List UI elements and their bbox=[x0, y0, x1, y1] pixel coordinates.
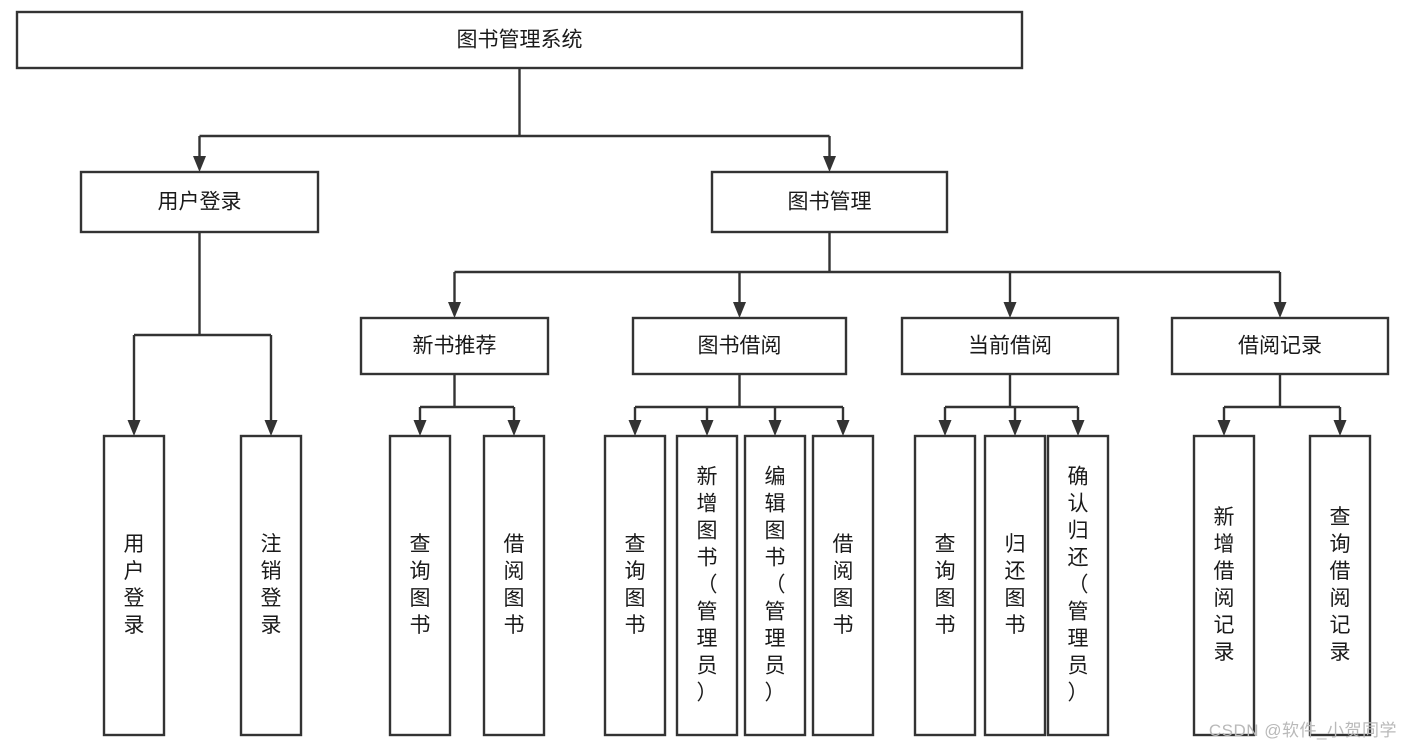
node-leaf-add-book[interactable]: 新增图书（管理员） bbox=[675, 434, 739, 737]
nodes-layer: 图书管理系统用户登录图书管理新书推荐图书借阅当前借阅借阅记录用户登录注销登录查询… bbox=[15, 10, 1390, 737]
arrow-head-icon bbox=[1333, 420, 1347, 436]
node-leaf-query-book-3[interactable]: 查询图书 bbox=[913, 434, 977, 737]
node-box-leaf-add-book bbox=[675, 434, 739, 737]
arrow-head-icon bbox=[127, 420, 141, 436]
node-leaf-edit-book[interactable]: 编辑图书（管理员） bbox=[743, 434, 807, 737]
node-box-user-login bbox=[79, 170, 320, 234]
node-box-leaf-edit-book bbox=[743, 434, 807, 737]
connector-group-new-book-rec bbox=[413, 374, 521, 436]
node-borrow-record[interactable]: 借阅记录 bbox=[1170, 316, 1390, 376]
connector-group-user-login bbox=[127, 232, 278, 436]
connectors-layer bbox=[127, 68, 1347, 436]
node-label-user-login: 用户登录 bbox=[158, 191, 242, 214]
node-box-new-book-rec bbox=[359, 316, 550, 376]
arrow-head-icon bbox=[1217, 420, 1231, 436]
arrow-head-icon bbox=[1273, 302, 1287, 318]
node-leaf-query-record[interactable]: 查询借阅记录 bbox=[1308, 434, 1372, 737]
node-book-manage[interactable]: 图书管理 bbox=[710, 170, 949, 234]
node-box-leaf-borrow-book-2 bbox=[811, 434, 875, 737]
node-leaf-query-book-2[interactable]: 查询图书 bbox=[603, 434, 667, 737]
node-box-leaf-borrow-book-1 bbox=[482, 434, 546, 737]
csdn-watermark: CSDN @软件_小贺同学 bbox=[1208, 721, 1397, 740]
node-label-book-borrow: 图书借阅 bbox=[698, 335, 782, 358]
arrow-head-icon bbox=[1071, 420, 1085, 436]
node-box-leaf-add-record bbox=[1192, 434, 1256, 737]
arrow-head-icon bbox=[1008, 420, 1022, 436]
arrow-head-icon bbox=[733, 302, 746, 318]
node-book-borrow[interactable]: 图书借阅 bbox=[631, 316, 848, 376]
node-label-leaf-query-book-3: 查询图书 bbox=[935, 533, 956, 637]
node-leaf-confirm-return[interactable]: 确认归还（管理员） bbox=[1046, 434, 1110, 737]
connector-group-book-manage bbox=[448, 232, 1287, 318]
arrow-head-icon bbox=[1003, 302, 1017, 318]
node-box-book-manage bbox=[710, 170, 949, 234]
node-user-login[interactable]: 用户登录 bbox=[79, 170, 320, 234]
connector-group-borrow-record bbox=[1217, 374, 1347, 436]
node-label-leaf-borrow-book-2: 借阅图书 bbox=[833, 533, 854, 637]
arrow-head-icon bbox=[628, 420, 642, 436]
node-box-root bbox=[15, 10, 1024, 70]
node-leaf-borrow-book-2[interactable]: 借阅图书 bbox=[811, 434, 875, 737]
node-box-leaf-user-logout bbox=[239, 434, 303, 737]
connector-group-current-borrow bbox=[938, 374, 1085, 436]
node-leaf-user-logout[interactable]: 注销登录 bbox=[239, 434, 303, 737]
node-box-borrow-record bbox=[1170, 316, 1390, 376]
node-label-leaf-add-book: 新增图书（管理员） bbox=[697, 465, 718, 704]
node-label-leaf-return-book: 归还图书 bbox=[1005, 533, 1026, 637]
node-label-leaf-user-logout: 注销登录 bbox=[261, 533, 282, 637]
arrow-head-icon bbox=[938, 420, 952, 436]
node-leaf-borrow-book-1[interactable]: 借阅图书 bbox=[482, 434, 546, 737]
node-label-leaf-add-record: 新增借阅记录 bbox=[1214, 506, 1235, 664]
node-box-leaf-query-record bbox=[1308, 434, 1372, 737]
node-label-new-book-rec: 新书推荐 bbox=[413, 335, 497, 358]
node-box-current-borrow bbox=[900, 316, 1120, 376]
node-label-leaf-query-record: 查询借阅记录 bbox=[1330, 506, 1351, 664]
arrow-head-icon bbox=[768, 420, 782, 436]
node-box-leaf-query-book-1 bbox=[388, 434, 452, 737]
node-box-leaf-query-book-3 bbox=[913, 434, 977, 737]
arrow-head-icon bbox=[700, 420, 714, 436]
node-label-leaf-confirm-return: 确认归还（管理员） bbox=[1068, 465, 1089, 704]
node-label-leaf-borrow-book-1: 借阅图书 bbox=[504, 533, 525, 637]
arrow-head-icon bbox=[823, 156, 836, 172]
node-label-book-manage: 图书管理 bbox=[788, 191, 872, 214]
node-new-book-rec[interactable]: 新书推荐 bbox=[359, 316, 550, 376]
node-label-leaf-query-book-1: 查询图书 bbox=[410, 533, 431, 637]
node-leaf-user-login[interactable]: 用户登录 bbox=[102, 434, 166, 737]
connector-group-root bbox=[193, 68, 836, 172]
connector-group-book-borrow bbox=[628, 374, 850, 436]
arrow-head-icon bbox=[413, 420, 427, 436]
node-root[interactable]: 图书管理系统 bbox=[15, 10, 1024, 70]
node-leaf-query-book-1[interactable]: 查询图书 bbox=[388, 434, 452, 737]
node-label-root: 图书管理系统 bbox=[457, 29, 583, 52]
arrow-head-icon bbox=[193, 156, 206, 172]
arrow-head-icon bbox=[448, 302, 461, 318]
node-current-borrow[interactable]: 当前借阅 bbox=[900, 316, 1120, 376]
node-box-book-borrow bbox=[631, 316, 848, 376]
arrow-head-icon bbox=[264, 420, 278, 436]
node-label-leaf-user-login: 用户登录 bbox=[124, 533, 145, 637]
node-label-leaf-query-book-2: 查询图书 bbox=[625, 533, 646, 637]
node-box-leaf-query-book-2 bbox=[603, 434, 667, 737]
node-box-leaf-user-login bbox=[102, 434, 166, 737]
node-label-current-borrow: 当前借阅 bbox=[968, 335, 1052, 358]
node-label-leaf-edit-book: 编辑图书（管理员） bbox=[765, 465, 786, 704]
node-box-leaf-return-book bbox=[983, 434, 1047, 737]
arrow-head-icon bbox=[507, 420, 521, 436]
node-label-borrow-record: 借阅记录 bbox=[1238, 335, 1322, 358]
arrow-head-icon bbox=[836, 420, 850, 436]
node-box-leaf-confirm-return bbox=[1046, 434, 1110, 737]
node-leaf-return-book[interactable]: 归还图书 bbox=[983, 434, 1047, 737]
node-leaf-add-record[interactable]: 新增借阅记录 bbox=[1192, 434, 1256, 737]
